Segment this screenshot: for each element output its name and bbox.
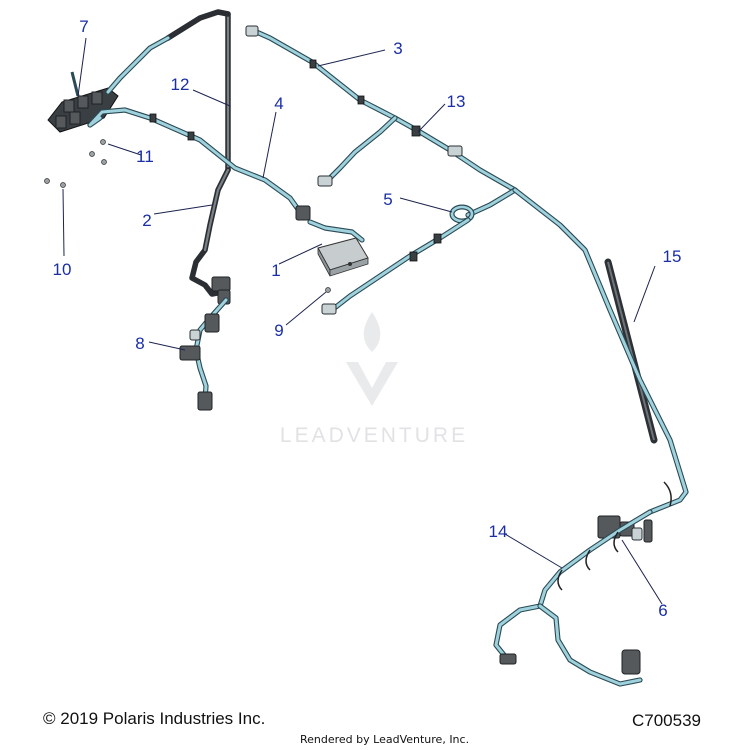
- callout-14: 14: [489, 522, 508, 541]
- part-8-connector-group: [179, 297, 229, 411]
- part-7-fuse-block: [47, 71, 119, 133]
- watermark-text: LEADVENTURE: [280, 424, 468, 447]
- callout-2: 2: [142, 211, 151, 230]
- callout-6: 6: [658, 601, 667, 620]
- diagram-part-number: C700539: [632, 711, 702, 730]
- fastener-11a: [100, 139, 106, 145]
- part-1-module: [317, 237, 369, 277]
- callout-labels: 1 2 3 4 5 6 7 8 9 10 11 12 13 14 15: [53, 17, 682, 620]
- callout-8: 8: [135, 334, 144, 353]
- fastener-11c: [101, 159, 107, 165]
- callout-5: 5: [383, 190, 392, 209]
- part-14-harness: [493, 481, 672, 687]
- v-logo: [346, 362, 398, 406]
- fastener-10b: [60, 182, 66, 188]
- callout-4: 4: [274, 94, 283, 113]
- callout-7: 7: [79, 17, 88, 36]
- fasteners: [44, 139, 331, 293]
- main-right-harness: [512, 187, 689, 515]
- part-6-connector-cluster: [597, 515, 653, 543]
- part-3-harness: [245, 25, 518, 193]
- callout-3: 3: [393, 39, 402, 58]
- flame-logo: [363, 312, 381, 352]
- part-4-harness: [87, 35, 365, 243]
- part-12-conduit: [165, 9, 231, 173]
- part-2-harness: [189, 167, 231, 305]
- callout-12: 12: [171, 75, 190, 94]
- callout-13: 13: [447, 92, 466, 111]
- fastener-9: [325, 287, 331, 293]
- fastener-11b: [89, 151, 95, 157]
- callout-9: 9: [274, 321, 283, 340]
- callout-15: 15: [663, 247, 682, 266]
- callout-10: 10: [53, 260, 72, 279]
- leader-lines: [62, 37, 663, 605]
- fastener-10a: [44, 178, 50, 184]
- callout-11: 11: [136, 147, 154, 166]
- copyright-text: © 2019 Polaris Industries Inc.: [43, 709, 266, 728]
- callout-1: 1: [271, 261, 280, 280]
- part-15-trim-strip: [604, 258, 658, 444]
- leadventure-watermark: LEADVENTURE: [280, 312, 468, 447]
- part-5-harness: [321, 187, 518, 315]
- rendered-by-text: Rendered by LeadVenture, Inc.: [300, 733, 470, 746]
